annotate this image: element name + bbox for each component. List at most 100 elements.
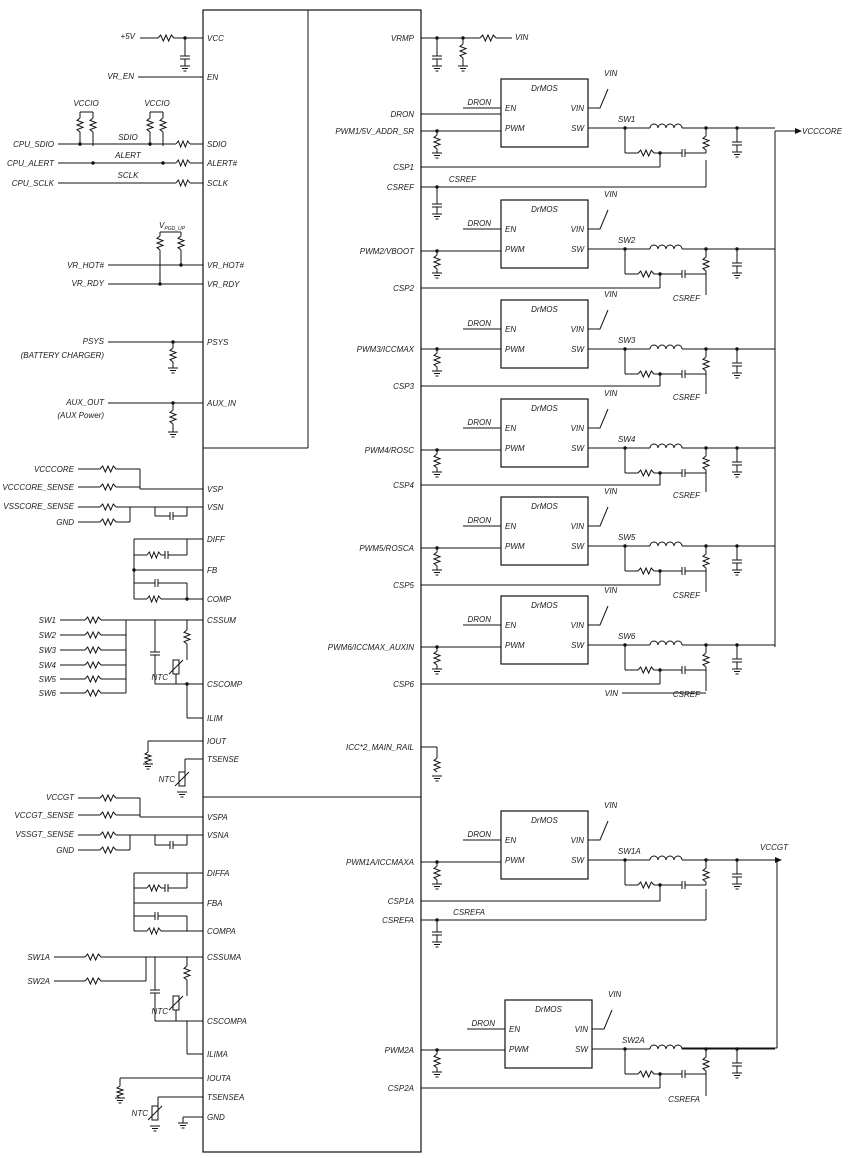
inductor-symbol	[649, 541, 683, 547]
net-label: SW2	[39, 631, 57, 640]
drmos-pin-sw: SW	[571, 856, 585, 865]
resistor-symbol	[458, 43, 468, 59]
drmos-pin-pwm: PWM	[505, 641, 525, 650]
resistor-symbol	[176, 235, 186, 251]
resistor-symbol	[158, 117, 168, 133]
drmos-box	[500, 78, 589, 148]
dron-net-label: DRON	[467, 319, 491, 328]
dron-net-label: DRON	[467, 516, 491, 525]
dron-net-label: DRON	[467, 615, 491, 624]
ic-left-pin-label: AUX_IN	[206, 399, 236, 408]
resistor-symbol	[637, 665, 655, 675]
net-label: GND	[56, 846, 74, 855]
resistor-symbol	[75, 117, 85, 133]
net-label: NTC	[152, 1007, 169, 1016]
net-label: VSSCORE_SENSE	[3, 502, 74, 511]
drmos-pin-pwm: PWM	[505, 444, 525, 453]
inductor-symbol	[649, 443, 683, 449]
resistor-symbol	[115, 1085, 125, 1099]
resistor-symbol	[99, 464, 117, 474]
resistor-symbol	[146, 550, 162, 560]
sw-node-label: SW2A	[622, 1036, 645, 1045]
capacitor-symbol	[732, 559, 742, 564]
dron-net-label: DRON	[471, 1019, 495, 1028]
capacitor-symbol	[681, 469, 686, 477]
resistor-symbol	[175, 139, 191, 149]
drmos-pin-vin: VIN	[571, 522, 585, 531]
capacitor-symbol	[164, 884, 169, 892]
junction-dot	[78, 142, 82, 146]
csref-label: CSREF	[673, 393, 701, 402]
drmos-pin-en: EN	[505, 522, 516, 531]
csref-label: CSREF	[673, 690, 701, 699]
ic-left-pin-label: CSCOMP	[207, 680, 243, 689]
drmos-pin-en: EN	[509, 1025, 520, 1034]
inductor-symbol	[649, 123, 683, 129]
net-label: SW4	[39, 661, 57, 670]
drmos-box	[500, 199, 589, 269]
resistor-symbol	[99, 482, 117, 492]
junction-dot	[185, 597, 189, 601]
ground-symbol	[432, 213, 442, 220]
net-label: VCCCORE_SENSE	[2, 483, 74, 492]
capacitor-symbol	[432, 203, 442, 208]
ground-symbol	[432, 775, 442, 782]
ground-symbol	[115, 1097, 125, 1104]
ic-left-pin-label: FBA	[207, 899, 223, 908]
drmos-pin-sw: SW	[571, 124, 585, 133]
ntc-thermistor	[147, 1105, 163, 1121]
net-label: SW2A	[27, 977, 50, 986]
junction-dot	[658, 1072, 662, 1076]
ic-left-pin-label: VR_RDY	[207, 280, 240, 289]
vin-net-label: VIN	[604, 389, 618, 398]
ic-left-pin-label: DIFFA	[207, 869, 230, 878]
ic-right-pin-label: CSP5	[393, 581, 414, 590]
drmos-pin-pwm: PWM	[505, 124, 525, 133]
resistor-symbol	[99, 517, 117, 527]
drmos-title: DrMOS	[531, 84, 558, 93]
drmos-pin-sw: SW	[571, 542, 585, 551]
net-label: SCLK	[118, 171, 140, 180]
ground-symbol	[732, 1072, 742, 1079]
vin-bottom-label: VIN	[605, 689, 619, 698]
capacitor-symbol	[681, 567, 686, 575]
wire	[588, 309, 609, 330]
capacitor-symbol	[732, 262, 742, 267]
ground-symbol	[732, 151, 742, 158]
net-label: CPU_SCLK	[12, 179, 55, 188]
resistor-symbol	[155, 235, 165, 251]
net-label: (AUX Power)	[57, 411, 104, 420]
ic-left-pin-label: CSSUM	[207, 616, 236, 625]
ic-left-pin-label: ALERT#	[206, 159, 238, 168]
drmos-pin-pwm: PWM	[505, 245, 525, 254]
resistor-symbol	[637, 369, 655, 379]
ic-left-pin-label: VSPA	[207, 813, 228, 822]
ic-right-pin-label: PWM2A	[385, 1046, 414, 1055]
capacitor-symbol	[732, 658, 742, 663]
ground-symbol	[432, 1071, 442, 1078]
wire	[588, 605, 609, 626]
ic-left-pin-label: IOUTA	[207, 1074, 231, 1083]
junction-dot	[658, 668, 662, 672]
net-label: ALERT	[114, 151, 142, 160]
drmos-pin-pwm: PWM	[509, 1045, 529, 1054]
drmos-pin-sw: SW	[575, 1045, 589, 1054]
sw-node-label: SW5	[618, 533, 636, 542]
junction-dot	[658, 151, 662, 155]
drmos-pin-vin: VIN	[571, 621, 585, 630]
capacitor-symbol	[180, 55, 190, 60]
net-label: VCCGT_SENSE	[14, 811, 74, 820]
drmos-pin-en: EN	[505, 225, 516, 234]
inductor-symbol	[649, 640, 683, 646]
sw-node-label: SW4	[618, 435, 636, 444]
ic-left-pin-label: COMP	[207, 595, 232, 604]
resistor-symbol	[84, 688, 102, 698]
ground-symbol	[150, 1125, 160, 1132]
capacitor-symbol	[732, 461, 742, 466]
net-label: NTC	[159, 775, 176, 784]
net-label: NTC	[152, 673, 169, 682]
drmos-title: DrMOS	[531, 305, 558, 314]
